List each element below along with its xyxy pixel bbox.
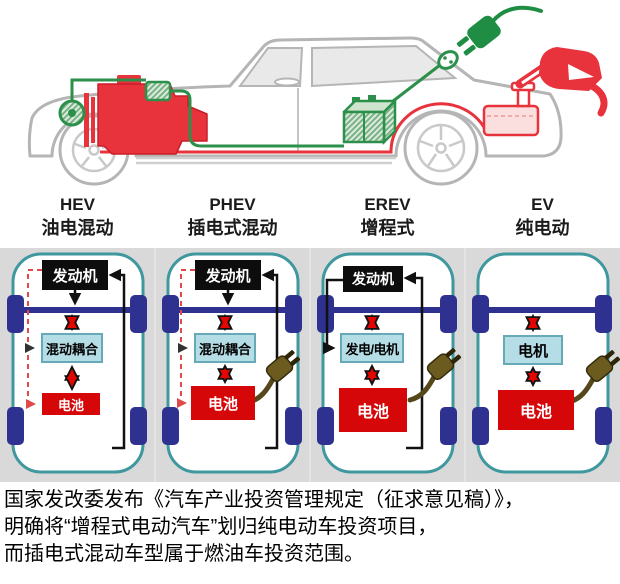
caption-line-3: 而插电式混动车型属于燃油车投资范围。 xyxy=(4,543,364,565)
front-axle xyxy=(15,307,140,313)
rear-wheel-icon xyxy=(403,110,479,186)
type-labels-row: HEV 油电混动 PHEV 插电式混动 EREV 增程式 EV 纯电动 xyxy=(0,192,620,248)
hev-coupler-box: 混动耦合 xyxy=(41,333,103,363)
phev-battery-box: 电池 xyxy=(191,386,255,420)
front-window xyxy=(238,47,304,87)
panel-divider xyxy=(154,248,156,482)
panel-divider xyxy=(464,248,466,482)
inverter-icon xyxy=(144,80,172,102)
erev-engine-box: 发动机 xyxy=(343,266,403,292)
engine-return-line xyxy=(403,271,424,450)
panel-hev: 发动机 混动耦合 电池 xyxy=(0,248,155,482)
phev-engine-box: 发动机 xyxy=(195,260,261,290)
engine-feedback-dashed-line xyxy=(27,269,42,401)
panel-ev-diagram xyxy=(472,252,620,474)
panel-erev: 发动机 发电/电机 电池 xyxy=(310,248,465,482)
label-erev-name: 增程式 xyxy=(360,218,415,238)
car-illustration xyxy=(27,5,608,186)
caption: 国家发改委发布《汽车产业投资管理规定（征求意见稿）》， 明确将“增程式电动汽车”… xyxy=(4,487,616,568)
caption-line-2: 明确将“增程式电动汽车”划归纯电动车投资项目， xyxy=(4,516,438,538)
door-handle xyxy=(274,77,300,87)
label-hev-acronym: HEV xyxy=(60,195,95,214)
panel-phev: 发动机 混动耦合 电池 xyxy=(155,248,310,482)
label-erev-acronym: EREV xyxy=(364,195,411,214)
panel-ev: 电机 电池 xyxy=(465,248,620,482)
front-axle xyxy=(480,307,605,313)
phev-coupler-box: 混动耦合 xyxy=(194,333,256,363)
engine-to-generator-line xyxy=(323,278,343,355)
charging-plug-icon xyxy=(456,5,543,56)
caption-line-1: 国家发改委发布《汽车产业投资管理规定（征求意见稿）》， xyxy=(4,489,524,511)
rear-window xyxy=(311,44,458,88)
architecture-panels: 发动机 混动耦合 电池 发动机 混动耦合 xyxy=(0,248,620,482)
fuel-line xyxy=(100,102,489,154)
engine-return-line xyxy=(108,268,126,450)
erev-generator-box: 发电/电机 xyxy=(340,333,404,363)
ev-motor-box: 电机 xyxy=(503,335,563,365)
front-axle xyxy=(170,307,295,313)
hev-engine-box: 发动机 xyxy=(42,260,108,290)
fuel-nozzle-icon xyxy=(515,47,608,117)
panel-divider xyxy=(309,248,311,482)
label-ev-name: 纯电动 xyxy=(515,218,570,238)
label-phev-acronym: PHEV xyxy=(209,195,256,214)
battery-pack-icon xyxy=(342,95,397,146)
label-phev-name: 插电式混动 xyxy=(187,218,278,238)
erev-battery-box: 电池 xyxy=(339,388,407,432)
ev-battery-box: 电池 xyxy=(498,390,574,430)
charge-port-icon xyxy=(437,50,459,70)
label-phev: PHEV 插电式混动 xyxy=(155,192,310,248)
label-erev: EREV 增程式 xyxy=(310,192,465,248)
label-hev: HEV 油电混动 xyxy=(0,192,155,248)
engine-feedback-dashed-line xyxy=(180,269,195,399)
front-axle xyxy=(325,307,450,313)
label-ev-acronym: EV xyxy=(531,195,554,214)
label-ev: EV 纯电动 xyxy=(465,192,620,248)
panel-hev-diagram xyxy=(7,252,147,474)
motor-generator-icon xyxy=(58,99,86,127)
engine-icon xyxy=(84,75,208,155)
label-hev-name: 油电混动 xyxy=(41,218,114,238)
hev-battery-box: 电池 xyxy=(42,393,100,415)
